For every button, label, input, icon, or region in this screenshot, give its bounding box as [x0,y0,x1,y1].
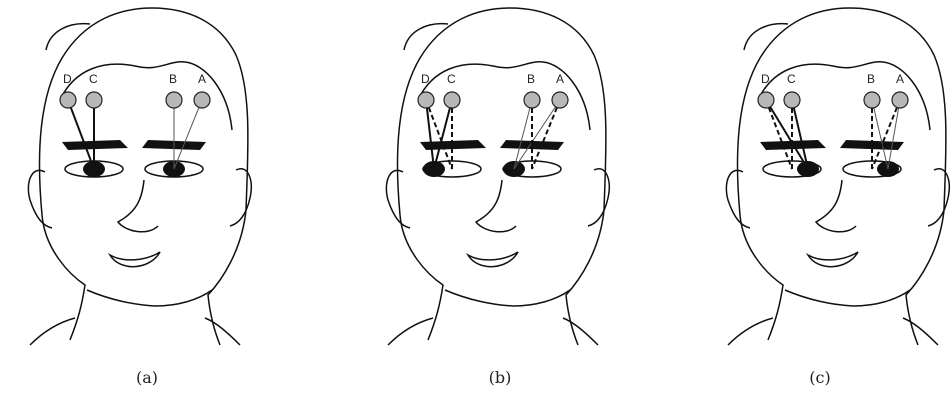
wire-b [872,100,888,169]
mouth [110,252,160,267]
electrode-b [166,92,182,108]
electrode-a [552,92,568,108]
panel-a: D C B A (a) [0,0,317,395]
wire-d [68,100,94,169]
electrode-label-a: A [896,72,904,86]
electrode-label-a: A [556,72,564,86]
electrode-label-c: C [447,72,456,86]
face-outline [388,8,606,345]
electrode-a [892,92,908,108]
electrode-b [864,92,880,108]
wire-d [766,100,808,169]
right-ear [928,169,949,226]
face-diagram-b: D C B A [358,0,675,360]
wire-c [792,100,808,169]
electrode-label-b: B [169,72,177,86]
electrode-c [444,92,460,108]
electrodes: D C B A [758,72,908,108]
wire-c [434,100,452,169]
electrode-label-c: C [89,72,98,86]
electrode-label-d: D [63,72,72,86]
electrode-wires [426,100,560,169]
panel-b: D C B A (b) [358,0,675,395]
wire-a [174,100,202,169]
electrode-label-d: D [421,72,430,86]
electrode-label-a: A [198,72,206,86]
electrode-wires [766,100,900,169]
nose [476,180,516,232]
face-diagram-c: D C B A [698,0,952,360]
wire-b [514,100,532,169]
electrode-d [418,92,434,108]
face-outline [30,8,248,345]
mouth [468,252,518,267]
panel-c: D C B A (c) [698,0,952,395]
panel-caption: (b) [470,368,530,387]
electrodes: D C B A [60,72,210,108]
electrode-d [60,92,76,108]
electrode-label-b: B [867,72,875,86]
electrode-label-d: D [761,72,770,86]
wire-a [888,100,900,169]
nose [816,180,856,232]
electrode-c [86,92,102,108]
electrode-wires [68,100,202,169]
electrode-b [524,92,540,108]
mouth [808,252,858,267]
electrodes: D C B A [418,72,568,108]
face-outline [728,8,946,345]
panel-caption: (a) [117,368,177,387]
panel-caption: (c) [790,368,850,387]
right-ear [230,169,251,226]
electrode-c [784,92,800,108]
nose [118,180,158,232]
electrode-label-b: B [527,72,535,86]
electrode-a [194,92,210,108]
electrode-d [758,92,774,108]
right-ear [588,169,609,226]
wire-a [514,100,560,169]
face-diagram-a: D C B A [0,0,317,360]
electrode-label-c: C [787,72,796,86]
wire-a-ref [532,100,560,169]
